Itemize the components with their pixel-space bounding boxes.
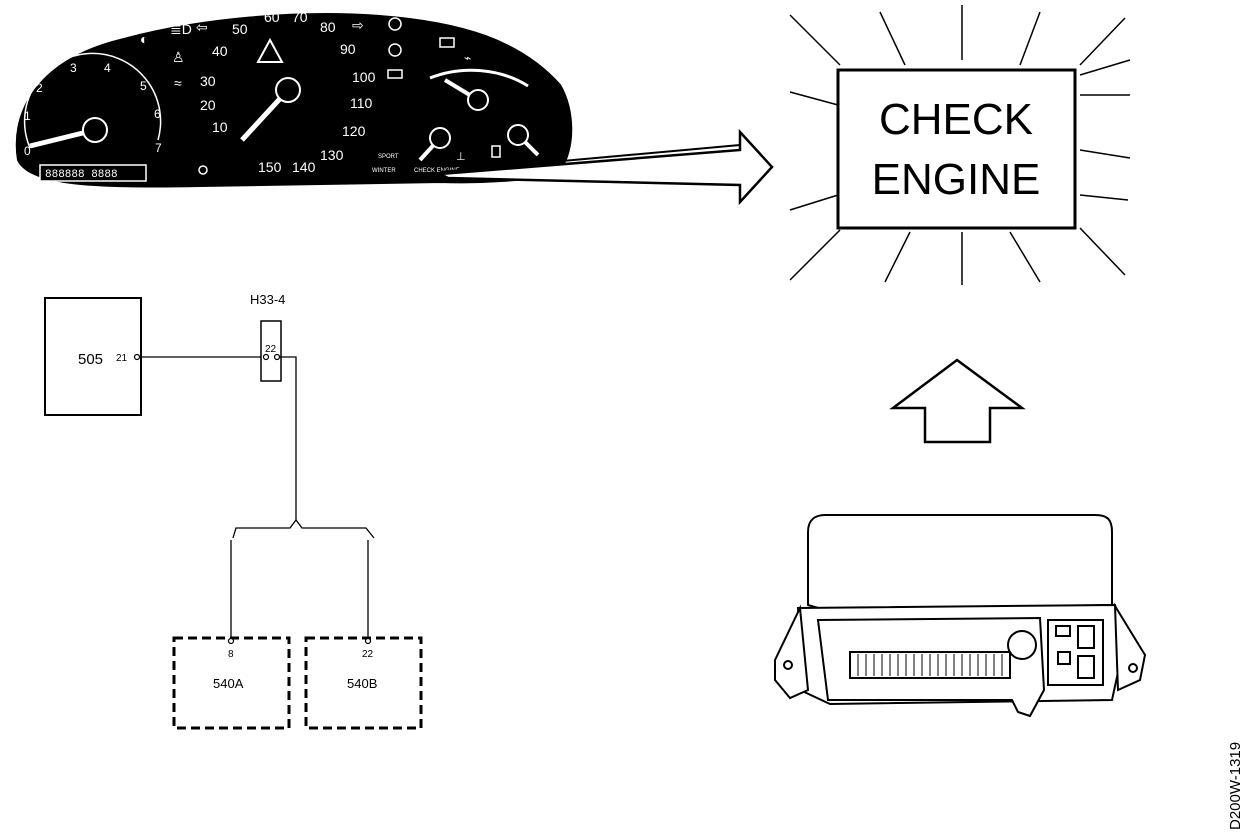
fog-lamp-icon: ≣D xyxy=(170,21,192,37)
aux-pin-2 xyxy=(1077,625,1095,649)
speedometer-gauge: 10 20 30 40 50 60 70 80 90 100 110 120 1… xyxy=(196,9,376,175)
connector-h33-pin-label: 22 xyxy=(265,344,277,355)
odometer-readout: 888888 8888 xyxy=(45,169,118,181)
oil-pressure-icon: ⌁ xyxy=(464,51,471,65)
up-arrow xyxy=(889,358,1026,444)
check-engine-indicator-label: CHECK ENGINE xyxy=(414,168,460,174)
aux-pin-4 xyxy=(1077,655,1095,679)
speedo-tick-80: 80 xyxy=(320,19,336,35)
tacho-tick-5: 5 xyxy=(140,79,147,93)
speedo-tick-140: 140 xyxy=(292,159,316,175)
component-540a-pin xyxy=(227,637,235,645)
tacho-tick-7: 7 xyxy=(155,141,162,155)
lamp-frame xyxy=(836,68,1077,230)
battery-warning-icon xyxy=(439,37,455,48)
flange-hole-right xyxy=(1128,663,1138,673)
lamp-text-line1: CHECK xyxy=(879,95,1033,144)
connector-h33-pin-out xyxy=(273,353,281,361)
ecu-locking-latch xyxy=(1007,630,1037,660)
component-505-label: 505 xyxy=(78,351,103,368)
traction-icon xyxy=(387,69,403,79)
temp-hub xyxy=(429,127,451,149)
component-540b-pin xyxy=(364,637,372,645)
aux-pin-1 xyxy=(1055,625,1071,637)
winter-label: WINTER xyxy=(372,168,396,174)
ecu-mounting-flange xyxy=(774,602,1147,700)
odometer-display xyxy=(39,164,147,182)
aux-pin-3 xyxy=(1057,651,1071,665)
component-540b-label: 540B xyxy=(347,676,377,691)
instrument-cluster: 0 1 2 3 4 5 6 7 888888 8888 ≣D ◐ ♙ ≈ 10 … xyxy=(15,9,573,188)
flange-hole-left xyxy=(783,660,793,670)
fuel-hub xyxy=(507,124,529,146)
turn-left-icon: ⇦ xyxy=(196,19,208,35)
turn-right-icon: ⇨ xyxy=(352,17,364,33)
speedo-tick-20: 20 xyxy=(200,97,216,113)
tacho-tick-1: 1 xyxy=(24,109,31,123)
connector-h33-pin-in xyxy=(262,353,270,361)
ecu-housing xyxy=(807,514,1113,612)
speedo-tick-60: 60 xyxy=(264,9,280,25)
speedo-tick-120: 120 xyxy=(342,123,366,139)
speedo-tick-150: 150 xyxy=(258,159,282,175)
wire-h33-down xyxy=(279,356,297,520)
speedo-tick-10: 10 xyxy=(212,119,228,135)
component-540b-pin-label: 22 xyxy=(362,649,374,660)
connector-h33-label: H33-4 xyxy=(250,292,285,307)
component-540b-box xyxy=(304,636,423,730)
speedo-tick-70: 70 xyxy=(292,9,308,25)
rear-fog-icon: ◐ xyxy=(140,31,148,47)
component-540a-pin-label: 8 xyxy=(228,649,234,660)
hazard-warning-icon xyxy=(256,37,284,63)
abs-warning-icon xyxy=(388,43,402,57)
component-540a-label: 540A xyxy=(213,676,244,691)
wiring-schematic: 505 21 H33-4 22 8 540A 22 540B xyxy=(44,292,423,730)
tacho-tick-2: 2 xyxy=(36,81,43,95)
tacho-tick-0: 0 xyxy=(24,144,31,158)
speedo-tick-30: 30 xyxy=(200,73,216,89)
lamp-glow-rays xyxy=(789,5,1131,285)
seatbelt-icon: ♙ xyxy=(172,49,185,65)
tacho-tick-4: 4 xyxy=(104,61,111,75)
pointer-arrow xyxy=(435,128,774,206)
fuel-pump-icon xyxy=(491,145,501,158)
connector-h33-body xyxy=(260,320,282,382)
component-505-pin-label: 21 xyxy=(116,353,128,364)
speedo-tick-130: 130 xyxy=(320,147,344,163)
component-505-box xyxy=(44,297,142,416)
speedo-tick-40: 40 xyxy=(212,43,228,59)
tachometer-gauge: 0 1 2 3 4 5 6 7 xyxy=(23,52,162,158)
speedo-tick-100: 100 xyxy=(352,69,376,85)
component-540a-box xyxy=(172,636,291,730)
speedo-tick-50: 50 xyxy=(232,21,248,37)
turbo-hub xyxy=(467,89,489,111)
component-505-pin xyxy=(133,353,141,361)
wiper-fluid-icon: ≈ xyxy=(174,75,182,91)
lamp-text-line2: ENGINE xyxy=(872,155,1041,204)
turbo-gauge-arc xyxy=(429,68,529,88)
check-engine-lamp: CHECK ENGINE xyxy=(789,5,1131,285)
sport-label: SPORT xyxy=(378,154,399,160)
speedo-tick-90: 90 xyxy=(340,41,356,57)
control-module xyxy=(774,514,1147,718)
reset-knob-icon xyxy=(198,165,208,175)
brake-warning-icon xyxy=(388,17,402,31)
tacho-tick-3: 3 xyxy=(70,61,77,75)
connector-pin-row xyxy=(857,654,1003,676)
figure-reference-id: D200W-1319 xyxy=(1227,742,1244,830)
speedo-hub xyxy=(275,77,301,103)
speedo-tick-110: 110 xyxy=(350,95,373,111)
tacho-tick-6: 6 xyxy=(154,107,161,121)
tacho-hub xyxy=(82,117,108,143)
coolant-temp-icon: ⊥ xyxy=(456,151,466,163)
indicator-leader-line xyxy=(439,144,741,173)
variant-brace xyxy=(232,518,375,539)
